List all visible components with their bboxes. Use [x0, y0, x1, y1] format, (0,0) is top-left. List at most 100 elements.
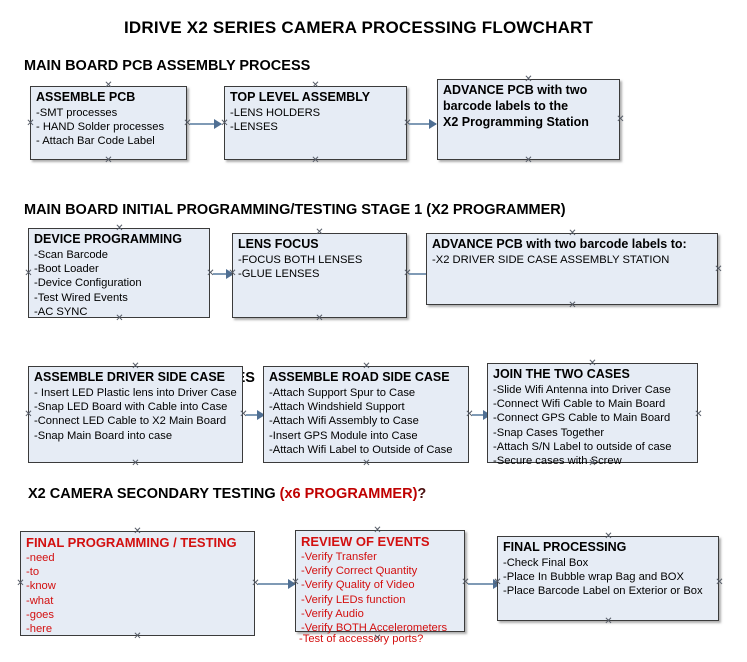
flow-box-join-the-two-cases[interactable]: JOIN THE TWO CASES -Slide Wifi Antenna i… [487, 363, 698, 467]
flow-box-line: -Snap Cases Together [493, 426, 605, 439]
flow-box-line: -Place Barcode Label on Exterior or Box [503, 585, 703, 598]
flow-box-title: ASSEMBLE ROAD SIDE CASE [269, 370, 450, 384]
flow-box-line: -Attach Wifi Label to Outside of Case [269, 443, 453, 456]
flow-box-line: -Attach Wifi Assembly to Case [269, 415, 419, 428]
selection-handle-bottom[interactable] [133, 632, 142, 641]
flow-box-line: -Verify Audio [301, 607, 364, 620]
flow-box-top-level-assembly[interactable]: TOP LEVEL ASSEMBLY -LENS HOLDERS -LENSES [224, 86, 407, 160]
flow-box-lens-focus[interactable]: LENS FOCUS -FOCUS BOTH LENSES -GLUE LENS… [232, 233, 407, 318]
selection-handle-top[interactable] [362, 362, 371, 371]
flow-box-title: LENS FOCUS [238, 237, 319, 251]
selection-handle-bottom[interactable] [588, 459, 597, 468]
selection-handle-top[interactable] [524, 75, 533, 84]
flow-box-line: -Attach Support Spur to Case [269, 387, 416, 399]
flow-box-line: -Attach Windshield Support [269, 401, 405, 414]
flow-box-line: - Insert LED Plastic lens into Driver Ca… [34, 387, 237, 399]
flow-box-line: -need [26, 552, 55, 564]
selection-handle-top[interactable] [131, 362, 140, 371]
selection-handle-bottom[interactable] [524, 156, 533, 165]
selection-handle-bottom[interactable] [104, 156, 113, 165]
flow-box-advance-pcb-to-driver-side-case[interactable]: ADVANCE PCB with two barcode labels to: … [426, 233, 718, 305]
flow-box-line: -Snap LED Board with Cable into Case [34, 401, 228, 414]
selection-handle-left[interactable] [26, 119, 35, 128]
selection-handle-bottom[interactable] [604, 617, 613, 626]
selection-handle-top[interactable] [568, 229, 577, 238]
flow-box-line: -what [26, 594, 54, 607]
flow-box-line: -Verify LEDs function [301, 593, 406, 606]
flow-box-title: FINAL PROGRAMMING / TESTING [26, 535, 237, 550]
flow-box-line: -FOCUS BOTH LENSES [238, 254, 363, 266]
flow-box-review-of-events[interactable]: REVIEW OF EVENTS -Verify Transfer -Verif… [295, 530, 465, 634]
flow-box-line: barcode labels to the [443, 99, 569, 113]
selection-handle-top[interactable] [133, 527, 142, 536]
flow-box-title: JOIN THE TWO CASES [493, 367, 630, 381]
flow-box-assemble-road-side-case[interactable]: ASSEMBLE ROAD SIDE CASE -Attach Support … [263, 366, 469, 463]
flow-box-line: -goes [26, 608, 54, 621]
flow-box-line: -Verify Correct Quantity [301, 565, 418, 578]
selection-handle-right[interactable] [616, 115, 625, 124]
flow-box-line: - HAND Solder processes [36, 121, 165, 134]
flow-box-line: -Snap Main Board into case [34, 429, 173, 442]
flow-box-line: -LENS HOLDERS [230, 107, 321, 119]
selection-handle-left[interactable] [24, 269, 33, 278]
connector-arrow [409, 119, 437, 129]
flow-box-assemble-pcb[interactable]: ASSEMBLE PCB -SMT processes - HAND Solde… [30, 86, 187, 160]
selection-handle-top[interactable] [588, 359, 597, 368]
selection-handle-left[interactable] [220, 119, 229, 128]
selection-handle-top[interactable] [315, 228, 324, 237]
flow-box-line: -Insert GPS Module into Case [269, 429, 418, 442]
flow-box-line: -Attach S/N Label to outside of case [493, 440, 672, 453]
flow-box-title: ADVANCE PCB with two barcode labels to: [432, 237, 687, 251]
selection-handle-right[interactable] [714, 265, 723, 274]
page-title: IDRIVE X2 SERIES CAMERA PROCESSING FLOWC… [124, 18, 594, 37]
flow-box-title: DEVICE PROGRAMMING [34, 232, 182, 246]
selection-handle-top[interactable] [604, 532, 613, 541]
selection-handle-right[interactable] [694, 410, 703, 419]
selection-handle-bottom[interactable] [131, 459, 140, 468]
section-heading-text: X2 CAMERA SECONDARY TESTING [28, 486, 280, 502]
selection-handle-bottom[interactable] [568, 301, 577, 310]
section-heading-text: MAIN BOARD INITIAL PROGRAMMING/TESTING S… [24, 202, 566, 218]
flow-box-assemble-driver-side-case[interactable]: ASSEMBLE DRIVER SIDE CASE - Insert LED P… [28, 366, 243, 463]
selection-handle-bottom[interactable] [115, 314, 124, 323]
flow-box-overflow-line: -Test of accessory ports? [299, 633, 424, 645]
flow-box-title: ADVANCE PCB with two [443, 83, 588, 97]
selection-handle-bottom[interactable] [373, 634, 382, 643]
selection-handle-bottom[interactable] [362, 459, 371, 468]
flow-box-final-processing[interactable]: FINAL PROCESSING -Check Final Box -Place… [497, 536, 719, 621]
selection-handle-top[interactable] [311, 81, 320, 90]
selection-handle-bottom[interactable] [315, 314, 324, 323]
flow-box-title: ASSEMBLE PCB [36, 90, 136, 104]
flow-box-line: -Device Configuration [34, 277, 142, 290]
flow-box-line: -Scan Barcode [34, 249, 109, 261]
selection-handle-left[interactable] [493, 578, 502, 587]
connector-arrow [246, 410, 265, 420]
selection-handle-left[interactable] [291, 578, 300, 587]
flow-box-line: -GLUE LENSES [238, 268, 320, 281]
flow-box-line: -SMT processes [36, 107, 118, 119]
flow-box-line: X2 Programming Station [443, 115, 589, 129]
selection-handle-bottom[interactable] [311, 156, 320, 165]
flow-box-line: -know [26, 580, 56, 593]
flow-box-line: -Place In Bubble wrap Bag and BOX [503, 571, 684, 584]
section-heading-suffix: ? [417, 486, 427, 502]
selection-handle-right[interactable] [715, 578, 724, 587]
selection-handle-top[interactable] [115, 224, 124, 233]
selection-handle-left[interactable] [24, 410, 33, 419]
flow-box-line: -Slide Wifi Antenna into Driver Case [493, 384, 671, 396]
flow-box-line: -to [26, 566, 40, 579]
flow-box-line: -Verify Transfer [301, 551, 377, 563]
flow-box-final-programming-testing[interactable]: FINAL PROGRAMMING / TESTING -need -to -k… [20, 531, 255, 636]
selection-handle-top[interactable] [104, 81, 113, 90]
flow-box-line: -Test Wired Events [34, 291, 128, 304]
flow-box-title: TOP LEVEL ASSEMBLY [230, 90, 371, 104]
selection-handle-left[interactable] [16, 579, 25, 588]
flow-box-device-programming[interactable]: DEVICE PROGRAMMING -Scan Barcode -Boot L… [28, 228, 210, 318]
flow-box-title: ASSEMBLE DRIVER SIDE CASE [34, 370, 226, 384]
flow-box-line: -Boot Loader [34, 263, 99, 276]
selection-handle-left[interactable] [228, 269, 237, 278]
selection-handle-top[interactable] [373, 526, 382, 535]
connector-arrow [258, 579, 296, 589]
flow-box-advance-pcb-to-programming-station[interactable]: ADVANCE PCB with two barcode labels to t… [437, 79, 620, 160]
